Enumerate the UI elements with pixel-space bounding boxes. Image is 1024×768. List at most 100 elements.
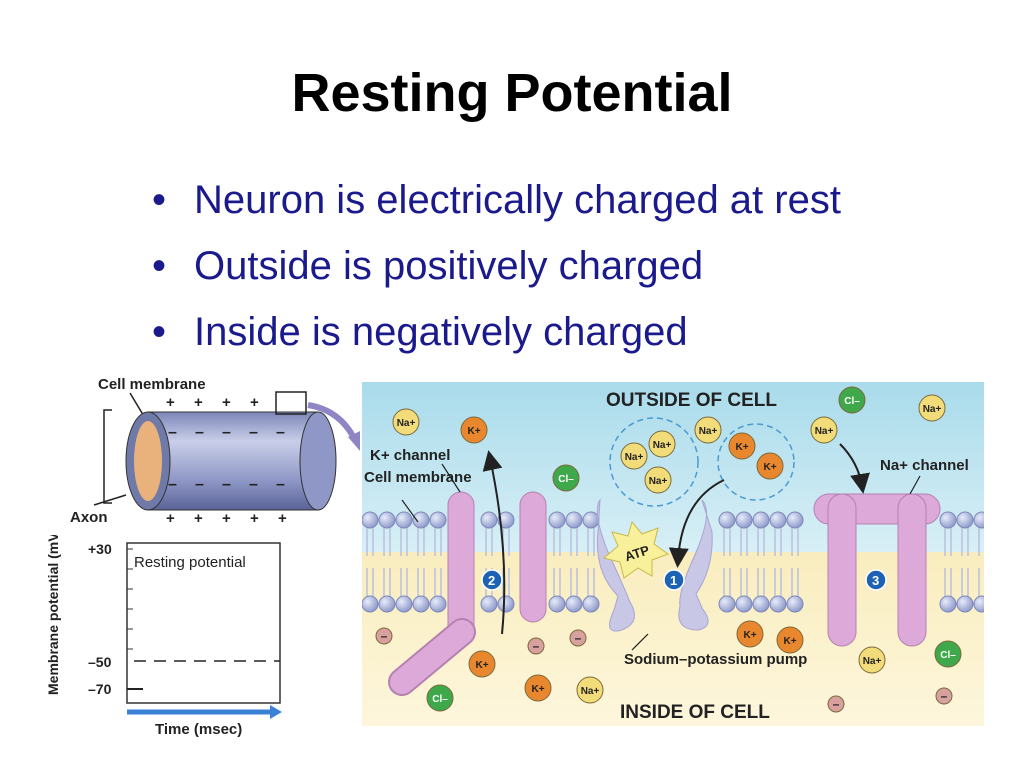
na-group-circle	[609, 417, 699, 507]
inside-minus-signs: –– –– – –– –– –	[168, 424, 285, 493]
k-ion-label: K+	[735, 442, 748, 453]
lipid-tail	[587, 568, 595, 597]
lipid-head	[548, 511, 566, 529]
lipid-tail	[502, 568, 510, 597]
lipid-head	[412, 511, 430, 529]
y-axis-label: Membrane potential (mV)	[45, 535, 61, 695]
svg-text:–: –	[168, 476, 177, 493]
na-ion-label: Na+	[923, 404, 942, 415]
na-ion-label: Na+	[863, 656, 882, 667]
k-ion: K+	[776, 626, 804, 654]
zoom-arrow-head	[348, 431, 360, 451]
lipid-head	[362, 595, 379, 613]
outside-plus-signs: ++ ++ ++ ++ +	[166, 394, 287, 527]
na-ion: Na+	[810, 416, 838, 444]
membrane-diagram: ATP OUTSIDE OF CELL INSIDE OF CELL K+ ch…	[362, 382, 984, 726]
svg-text:+: +	[166, 394, 175, 411]
lipid-head	[718, 511, 736, 529]
lipid-tail	[434, 527, 442, 556]
lipid-tail	[485, 527, 493, 556]
k-ion: K+	[468, 650, 496, 678]
na-ion-label: Na+	[397, 418, 416, 429]
na-channel	[813, 493, 941, 647]
k-ion: K+	[460, 416, 488, 444]
svg-text:–: –	[195, 476, 204, 493]
x-axis-label: Time (msec)	[155, 721, 242, 738]
lipid-head	[718, 595, 736, 613]
lipid-head	[378, 595, 396, 613]
bullet-list: •Neuron is electrically charged at rest …	[152, 170, 841, 368]
bullet-item: •Inside is negatively charged	[152, 310, 688, 354]
lipid-head	[378, 511, 396, 529]
bullet-item: •Outside is positively charged	[152, 244, 704, 288]
svg-text:+: +	[250, 394, 259, 411]
lipid-tail	[944, 568, 952, 597]
lipid-bilayer	[362, 511, 984, 613]
lipid-head	[395, 511, 413, 529]
cl-ion: Cl–	[838, 386, 866, 414]
lipid-tail	[723, 568, 731, 597]
na-ion-label: Na+	[653, 440, 672, 451]
svg-text:–: –	[276, 476, 285, 493]
k-ion-label: K+	[467, 426, 480, 437]
axon-label: Axon	[70, 509, 108, 526]
axon-tube	[147, 411, 319, 511]
svg-text:+: +	[194, 394, 203, 411]
lipid-head	[786, 595, 804, 613]
cl-ion: Cl–	[426, 684, 454, 712]
cl-ion-label: Cl–	[940, 650, 956, 661]
svg-text:+: +	[222, 394, 231, 411]
na-ion-label: Na+	[699, 426, 718, 437]
neg-ion: –	[527, 637, 545, 655]
lipid-tail	[434, 568, 442, 597]
lipid-head	[973, 511, 984, 529]
na-channel-label: Na+ channel	[880, 457, 969, 474]
cl-ion: Cl–	[934, 640, 962, 668]
lipid-head	[582, 511, 600, 529]
na-ion: Na+	[576, 676, 604, 704]
k-channel-label: K+ channel	[370, 447, 450, 464]
neg-ion-label: –	[833, 697, 840, 711]
lipid-head	[429, 595, 447, 613]
lipid-tail	[400, 527, 408, 556]
lipid-tail	[587, 527, 595, 556]
na-ion-label: Na+	[581, 686, 600, 697]
na-ion: Na+	[648, 430, 676, 458]
lipid-head	[395, 595, 413, 613]
axon-interior	[134, 421, 162, 501]
lipid-head	[956, 595, 974, 613]
lipid-tail	[553, 568, 561, 597]
lipid-head	[497, 595, 515, 613]
lipid-tail	[961, 527, 969, 556]
svg-text:–: –	[276, 424, 285, 441]
bullet-item: •Neuron is electrically charged at rest	[152, 178, 841, 222]
lipid-head	[412, 595, 430, 613]
lipid-tail	[774, 568, 782, 597]
neg-ion: –	[827, 695, 845, 713]
k-ion-label: K+	[783, 636, 796, 647]
lipid-tail	[417, 568, 425, 597]
lipid-head	[939, 595, 957, 613]
curve-label: Resting potential	[134, 554, 246, 571]
na-ion: Na+	[392, 408, 420, 436]
bullet-text: Outside is positively charged	[194, 244, 704, 288]
neg-ion: –	[569, 629, 587, 647]
lipid-head	[565, 511, 583, 529]
svg-text:1: 1	[670, 573, 677, 588]
tick-label: –70	[88, 681, 112, 697]
cl-ion-label: Cl–	[558, 474, 574, 485]
lipid-tail	[417, 527, 425, 556]
tick-label: –50	[88, 654, 112, 670]
time-arrow-head	[270, 705, 282, 719]
neg-ion-label: –	[533, 639, 540, 653]
lipid-head	[752, 511, 770, 529]
k-ion: K+	[728, 432, 756, 460]
step-badge-2: 2	[481, 569, 503, 591]
lipid-head	[769, 595, 787, 613]
svg-text:–: –	[249, 424, 258, 441]
ions-layer: Na+K+Cl–Na+Na+Na+Na+K+K+Na+Cl–Na+–––K+Cl…	[375, 386, 962, 713]
lipid-head	[362, 511, 379, 529]
axon-end-cap	[299, 411, 337, 511]
lipid-tail	[553, 527, 561, 556]
svg-text:+: +	[222, 510, 231, 527]
